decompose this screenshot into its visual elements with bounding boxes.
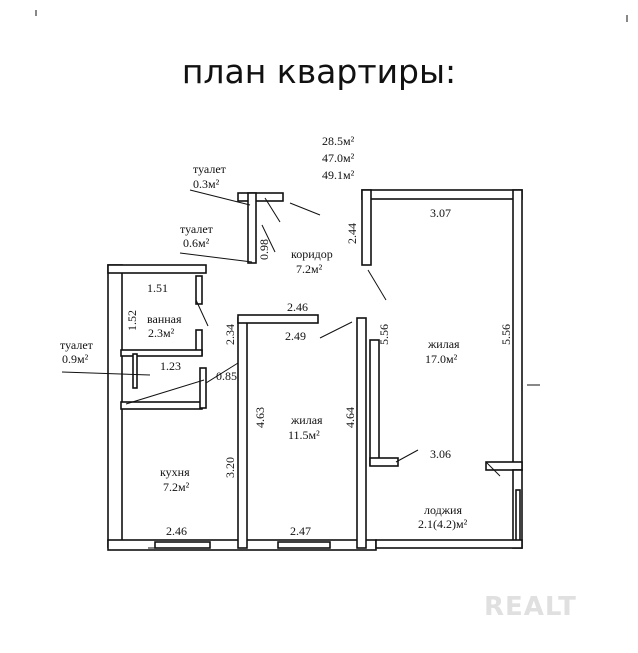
dim-556-right: 5.56: [499, 324, 513, 345]
room-corridor-name: коридор: [291, 247, 333, 261]
dim-464: 4.64: [343, 407, 357, 428]
wall-big-right: [512, 189, 523, 471]
wall-big-left-top: [361, 189, 372, 266]
room-corridor-area: 7.2м²: [296, 262, 323, 276]
dim-244: 2.44: [345, 223, 359, 244]
annotation-lines: [61, 189, 501, 549]
dim-151: 1.51: [147, 281, 168, 295]
wall-toilet-right: [199, 367, 207, 409]
wall-toilet-left: [247, 192, 257, 264]
window-loggia: [515, 489, 521, 546]
dim-247: 2.47: [290, 524, 311, 538]
room-toilet-mid-area: 0.6м²: [183, 236, 210, 250]
room-kitchen-area: 7.2м²: [163, 480, 190, 494]
dim-152: 1.52: [125, 310, 139, 331]
wall-bath-top: [107, 264, 207, 274]
walls: [107, 189, 523, 551]
toilet-door: [132, 353, 138, 389]
wall-big-top: [361, 189, 523, 200]
watermark-logo: REALT: [484, 592, 577, 622]
wall-toilet-bottom: [120, 401, 203, 410]
area-living-total: 28.5м²: [322, 134, 355, 148]
room-toilet-small-area: 0.3м²: [193, 177, 220, 191]
area-total: 47.0м²: [322, 151, 355, 165]
dim-307: 3.07: [430, 206, 451, 220]
room-living-big-name: жилая: [427, 337, 460, 351]
dim-123: 1.23: [160, 359, 181, 373]
area-with-loggia: 49.1м²: [322, 168, 355, 182]
wall-big-left-bottom: [369, 339, 380, 466]
wall-big-bottom-right: [485, 461, 523, 471]
plan-title: план квартиры:: [181, 52, 457, 91]
dim-463: 4.63: [253, 407, 267, 428]
wall-left: [107, 264, 123, 548]
dim-234: 2.34: [223, 324, 237, 345]
room-bathroom-name: ванная: [147, 312, 182, 326]
room-living-mid-name: жилая: [290, 413, 323, 427]
room-bathroom-area: 2.3м²: [148, 326, 175, 340]
dim-246-top: 2.46: [287, 300, 308, 314]
room-loggia-name: лоджия: [424, 503, 462, 517]
dim-249: 2.49: [285, 329, 306, 343]
dim-098: 0.98: [257, 239, 271, 260]
wall-bath-right: [195, 275, 203, 305]
wall-kitchen-living: [237, 317, 248, 549]
wall-living-top: [237, 314, 319, 324]
dim-085: 0.85: [216, 369, 237, 383]
dim-246-bottom: 2.46: [166, 524, 187, 538]
room-toilet-left-name: туалет: [60, 338, 94, 352]
room-toilet-left-area: 0.9м²: [62, 352, 89, 366]
room-kitchen-name: кухня: [160, 465, 190, 479]
room-toilet-mid-name: туалет: [180, 222, 214, 236]
dim-306: 3.06: [430, 447, 451, 461]
room-living-big-area: 17.0м²: [425, 352, 458, 366]
window-kitchen: [154, 541, 211, 549]
wall-loggia-bottom: [375, 539, 523, 549]
dim-556-left: 5.56: [377, 324, 391, 345]
wall-big-bottom-left: [369, 457, 399, 467]
room-living-mid-area: 11.5м²: [288, 428, 320, 442]
room-toilet-small-name: туалет: [193, 162, 227, 176]
wall-bath-bottom: [120, 349, 203, 357]
window-living: [277, 541, 331, 549]
wall-corridor-top: [237, 192, 284, 202]
dim-320: 3.20: [223, 457, 237, 478]
wall-living-right: [356, 317, 367, 549]
room-loggia-area: 2.1(4.2)м²: [418, 517, 468, 531]
corner-marks: [35, 10, 628, 386]
